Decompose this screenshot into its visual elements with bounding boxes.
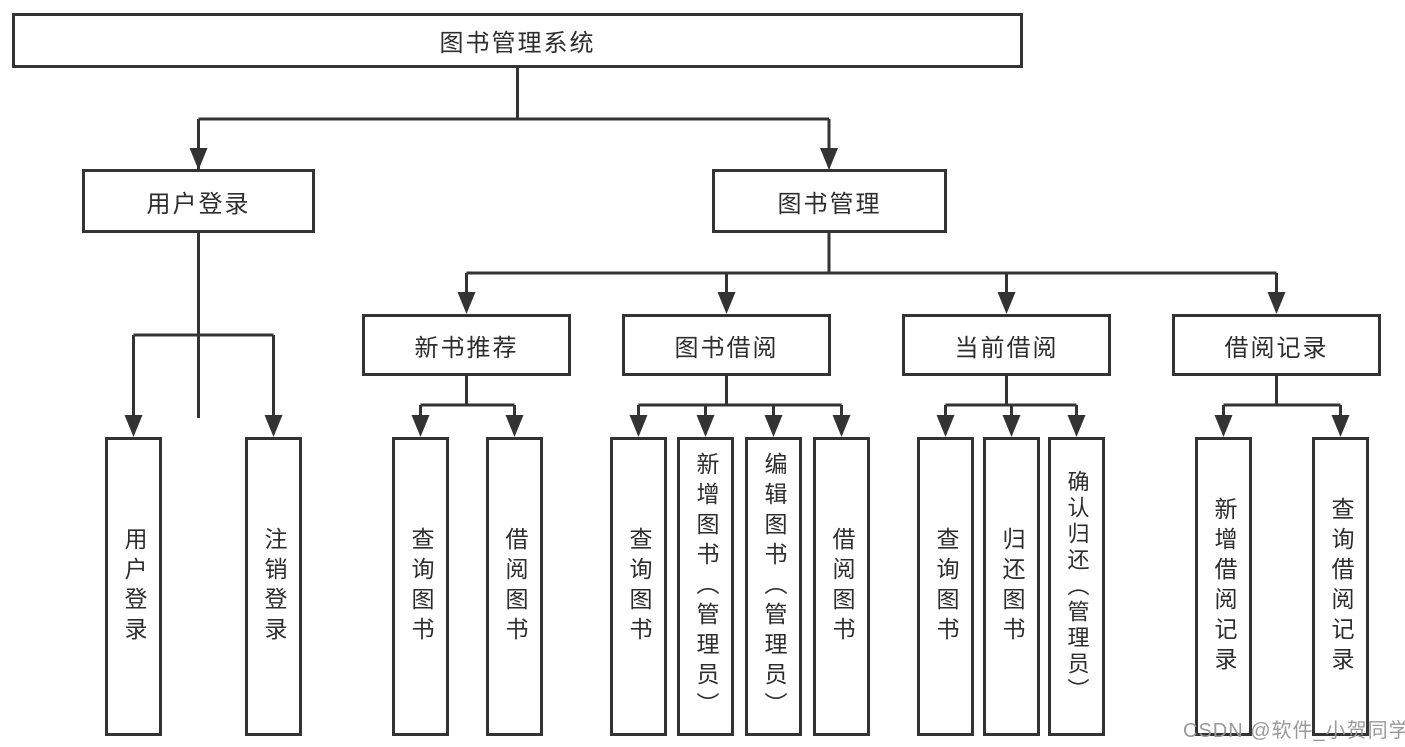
leaf-add-book-admin-label: 新增图书（管理员） bbox=[693, 451, 719, 722]
leaf-borrow-books-label: 借阅图书 bbox=[829, 526, 855, 647]
node-borrow-records: 借阅记录 bbox=[1172, 314, 1381, 376]
leaf-query-books-recommend-label: 查询图书 bbox=[408, 526, 434, 647]
leaf-borrow-books: 借阅图书 bbox=[813, 437, 870, 736]
node-current-borrow-label: 当前借阅 bbox=[954, 334, 1059, 362]
csdn-watermark: CSDN @软件_小贺同学 bbox=[1183, 720, 1405, 742]
leaf-edit-book-admin: 编辑图书（管理员） bbox=[745, 437, 802, 736]
node-new-book-recommend-label: 新书推荐 bbox=[414, 334, 519, 362]
node-new-book-recommend: 新书推荐 bbox=[362, 314, 571, 376]
leaf-confirm-return-admin: 确认归还（管理员） bbox=[1048, 437, 1105, 736]
connector-book-management-branch bbox=[465, 233, 1278, 296]
node-book-management-label: 图书管理 bbox=[777, 190, 882, 218]
leaf-logout: 注销登录 bbox=[245, 437, 302, 736]
leaf-add-borrow-record: 新增借阅记录 bbox=[1195, 437, 1252, 736]
node-root-label: 图书管理系统 bbox=[439, 30, 596, 57]
connector-new-book-branch bbox=[419, 376, 516, 418]
leaf-return-book-label: 归还图书 bbox=[999, 526, 1025, 647]
node-root: 图书管理系统 bbox=[12, 13, 1023, 68]
node-current-borrow: 当前借阅 bbox=[902, 314, 1111, 376]
leaf-query-borrow-record-label: 查询借阅记录 bbox=[1328, 496, 1354, 677]
leaf-borrow-books-recommend-label: 借阅图书 bbox=[502, 526, 528, 647]
connector-user-login-branch bbox=[132, 233, 275, 418]
connector-borrow-records-branch bbox=[1222, 376, 1342, 418]
leaf-return-book: 归还图书 bbox=[983, 437, 1040, 736]
leaf-query-books-recommend: 查询图书 bbox=[392, 437, 449, 736]
leaf-user-login-label: 用户登录 bbox=[121, 526, 147, 647]
leaf-add-borrow-record-label: 新增借阅记录 bbox=[1211, 496, 1237, 677]
leaf-query-books-borrow: 查询图书 bbox=[610, 437, 667, 736]
leaf-edit-book-admin-label: 编辑图书（管理员） bbox=[761, 451, 787, 722]
node-book-management: 图书管理 bbox=[712, 169, 947, 233]
node-book-borrow: 图书借阅 bbox=[622, 314, 831, 376]
node-user-login-label: 用户登录 bbox=[146, 190, 251, 218]
node-borrow-records-label: 借阅记录 bbox=[1224, 334, 1329, 362]
node-book-borrow-label: 图书借阅 bbox=[674, 334, 779, 362]
leaf-user-login: 用户登录 bbox=[105, 437, 162, 736]
leaf-logout-label: 注销登录 bbox=[261, 526, 287, 647]
leaf-borrow-books-recommend: 借阅图书 bbox=[486, 437, 543, 736]
leaf-query-books-current-label: 查询图书 bbox=[933, 526, 959, 647]
connector-book-borrow-branch bbox=[637, 376, 843, 418]
leaf-query-books-borrow-label: 查询图书 bbox=[626, 526, 652, 647]
leaf-query-books-current: 查询图书 bbox=[917, 437, 974, 736]
leaf-query-borrow-record: 查询借阅记录 bbox=[1312, 437, 1369, 736]
arrowheads bbox=[124, 148, 1350, 437]
leaf-add-book-admin: 新增图书（管理员） bbox=[677, 437, 734, 736]
node-user-login: 用户登录 bbox=[82, 169, 315, 233]
connector-root-to-level2 bbox=[197, 68, 831, 418]
connector-current-borrow-branch bbox=[944, 376, 1078, 418]
leaf-confirm-return-admin-label: 确认归还（管理员） bbox=[1064, 469, 1090, 704]
